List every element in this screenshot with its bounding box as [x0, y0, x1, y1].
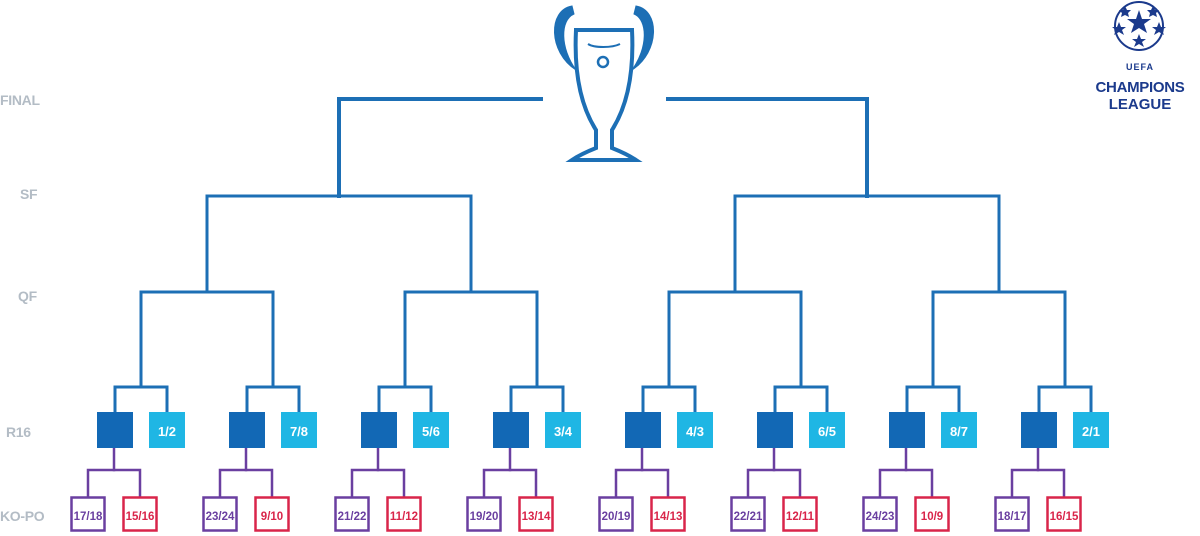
r16-seed-label: 7/8 — [290, 424, 308, 439]
kopo-seed-label: 23/24 — [206, 511, 235, 523]
trophy-part — [554, 5, 577, 71]
r16-seed-label: 5/6 — [422, 424, 440, 439]
kopo-connector — [218, 468, 274, 498]
trophy-part — [587, 43, 621, 48]
logo-uefa-text: UEFA — [1125, 62, 1154, 72]
bracket-boxes: 1/2 7/8 5/6 3/4 4/3 6/5 8/7 2/1 17/18 15/16 23/24 9… — [70, 412, 1109, 532]
bracket-lines — [86, 97, 1093, 498]
kopo-box-purple — [202, 496, 238, 532]
kopo-seed-label: 24/23 — [866, 511, 895, 523]
r16-seed-box — [281, 412, 317, 448]
r16-seed-box — [545, 412, 581, 448]
sf-connector — [733, 194, 1001, 294]
r16-connector — [905, 385, 961, 414]
kopo-seed-label: 19/20 — [470, 511, 499, 523]
kopo-box-red — [650, 496, 686, 532]
kopo-connector — [482, 468, 538, 498]
kopo-seed-label: 10/9 — [921, 511, 943, 523]
kopo-box-purple — [862, 496, 898, 532]
r16-seed-label: 6/5 — [818, 424, 836, 439]
qf-connector — [667, 290, 803, 389]
r16-slot — [361, 412, 397, 448]
kopo-seed-label: 12/11 — [786, 511, 815, 523]
kopo-box-red — [914, 496, 950, 532]
r16-seed-box — [809, 412, 845, 448]
r16-slot — [229, 412, 265, 448]
r16-connector — [1037, 385, 1093, 414]
champions-league-trophy-icon — [554, 5, 654, 162]
r16-seed-box — [1073, 412, 1109, 448]
kopo-seed-label: 18/17 — [998, 511, 1027, 523]
r16-seed-label: 8/7 — [950, 424, 968, 439]
sf-connector — [205, 194, 473, 294]
r16-slot — [1021, 412, 1057, 448]
r16-connector — [245, 385, 301, 414]
kopo-box-purple — [730, 496, 766, 532]
kopo-box-red — [254, 496, 290, 532]
kopo-box-red — [782, 496, 818, 532]
r16-seed-box — [149, 412, 185, 448]
round-label-kopo: KO-PO — [0, 508, 45, 524]
r16-slot — [97, 412, 133, 448]
r16-seed-box — [677, 412, 713, 448]
r16-connector — [641, 385, 697, 414]
kopo-connector — [1010, 468, 1066, 498]
kopo-seed-label: 21/22 — [338, 511, 367, 523]
kopo-connector — [878, 468, 934, 498]
kopo-box-red — [518, 496, 554, 532]
r16-slot — [625, 412, 661, 448]
r16-slot — [889, 412, 925, 448]
r16-seed-label: 3/4 — [554, 424, 573, 439]
kopo-seed-label: 11/12 — [390, 511, 418, 523]
r16-seed-box — [413, 412, 449, 448]
kopo-box-purple — [70, 496, 106, 532]
kopo-seed-label: 9/10 — [261, 511, 283, 523]
kopo-box-red — [122, 496, 158, 532]
round-label-qf: QF — [18, 288, 37, 304]
kopo-connector — [746, 468, 802, 498]
kopo-connector — [86, 468, 142, 498]
final-connector-left — [337, 97, 543, 198]
kopo-seed-label: 22/21 — [734, 511, 763, 523]
r16-seed-label: 4/3 — [686, 424, 704, 439]
kopo-box-purple — [994, 496, 1030, 532]
trophy-part — [565, 28, 643, 162]
r16-connector — [773, 385, 829, 414]
kopo-box-red — [386, 496, 422, 532]
round-label-r16: R16 — [6, 424, 31, 440]
kopo-box-red — [1046, 496, 1082, 532]
round-label-final: FINAL — [0, 92, 40, 108]
kopo-seed-label: 13/14 — [522, 511, 551, 523]
kopo-box-purple — [466, 496, 502, 532]
r16-seed-box — [941, 412, 977, 448]
r16-slot — [757, 412, 793, 448]
kopo-box-purple — [598, 496, 634, 532]
kopo-box-purple — [334, 496, 370, 532]
kopo-seed-label: 15/16 — [126, 511, 155, 523]
kopo-connector — [350, 468, 406, 498]
logo-league-text: LEAGUE — [1108, 96, 1172, 113]
qf-connector — [139, 290, 275, 389]
starball-icon — [1112, 1, 1166, 51]
kopo-seed-label: 16/15 — [1050, 511, 1079, 523]
kopo-connector — [614, 468, 670, 498]
qf-connector — [931, 290, 1067, 389]
r16-connector — [113, 385, 169, 414]
logo-champions-text: CHAMPIONS — [1095, 79, 1185, 96]
r16-seed-label: 2/1 — [1082, 424, 1100, 439]
trophy-part — [631, 5, 654, 71]
trophy-part — [596, 55, 610, 69]
r16-seed-label: 1/2 — [158, 424, 176, 439]
r16-slot — [493, 412, 529, 448]
kopo-seed-label: 20/19 — [602, 511, 631, 523]
kopo-seed-label: 17/18 — [74, 511, 103, 523]
kopo-seed-label: 14/13 — [654, 511, 683, 523]
r16-connector — [509, 385, 565, 414]
r16-connector — [377, 385, 433, 414]
champions-league-logo — [1112, 1, 1166, 51]
round-label-sf: SF — [20, 186, 38, 202]
qf-connector — [403, 290, 539, 389]
final-connector-right — [666, 97, 869, 198]
